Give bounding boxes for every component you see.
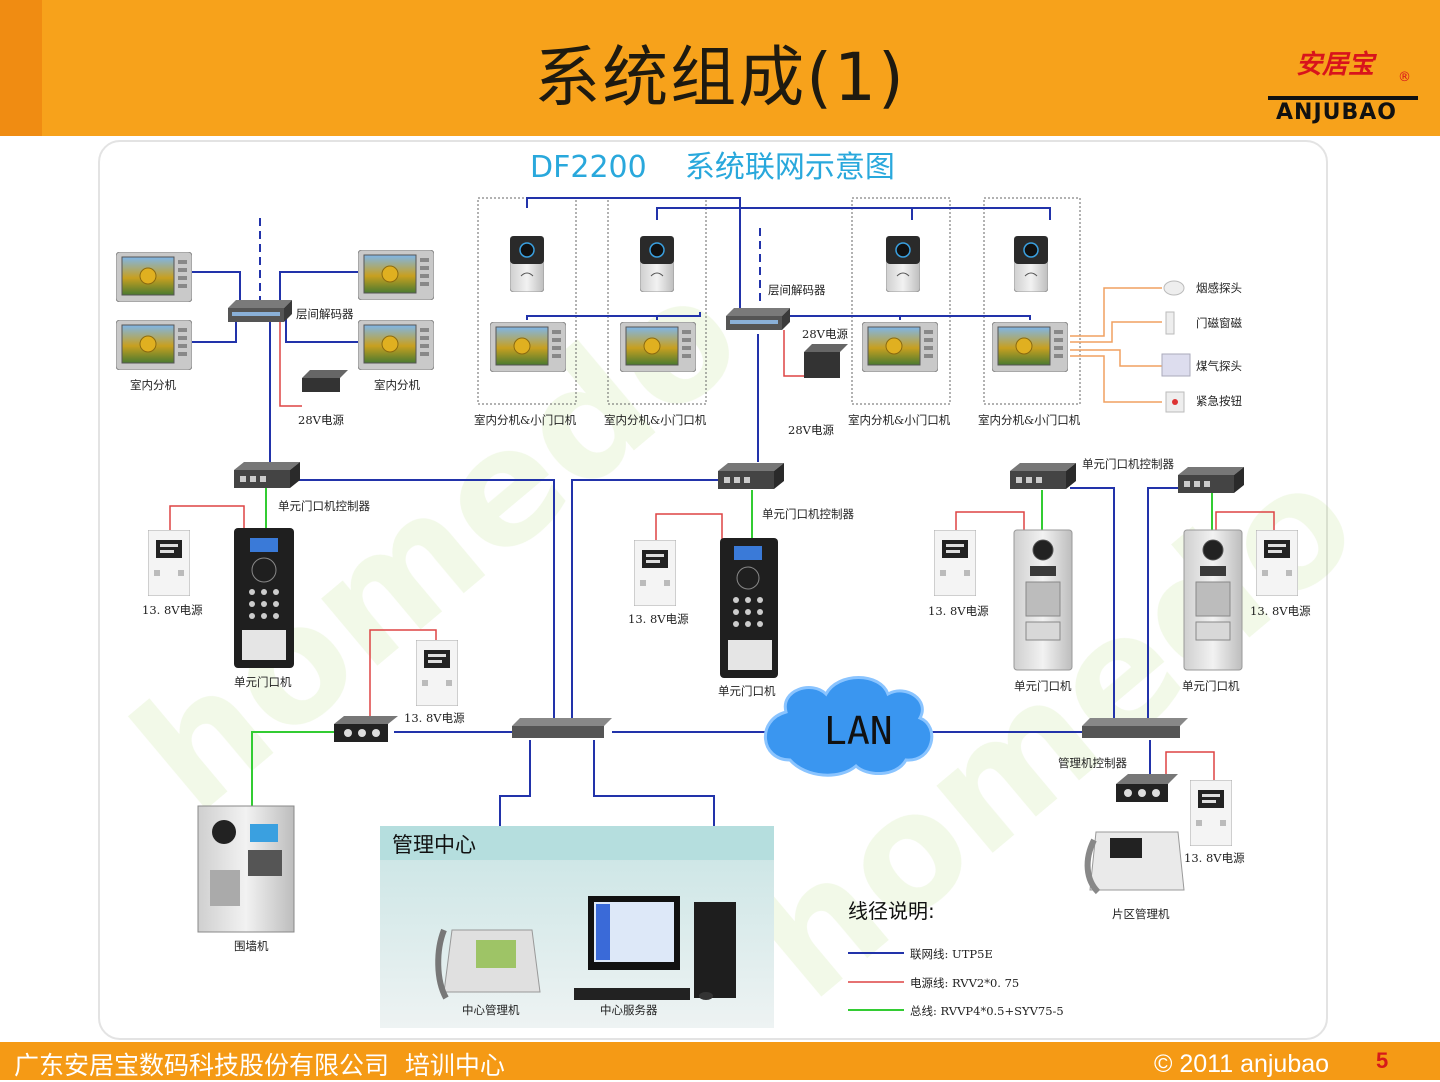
label-indoor-small-2: 室内分机&小门口机 [604, 413, 707, 427]
label-psu-3: 13. 8V电源 [628, 612, 689, 626]
label-power-28v-bottom: 28V电源 [788, 423, 834, 437]
label-unit-door-4: 单元门口机 [1182, 679, 1240, 693]
label-smoke-detector: 烟感探头 [1196, 281, 1242, 295]
logo-text-cn: 安居宝 [1296, 50, 1375, 80]
header-bar [0, 0, 1440, 136]
label-indoor-small-4: 室内分机&小门口机 [978, 413, 1081, 427]
power-lines [169, 322, 1275, 790]
label-indoor-right: 室内分机 [374, 378, 420, 392]
legend-item-power: 电源线: RVV2*0. 75 [910, 976, 1019, 990]
logo-underline [1268, 96, 1418, 100]
management-center-label: 管理中心 [392, 833, 476, 857]
psu-28v [302, 344, 848, 392]
center-manager-device [435, 928, 541, 1000]
footer-company: 广东安居宝数码科技股份有限公司 培训中心 [14, 1051, 505, 1080]
lan-cloud [763, 676, 934, 777]
bus-lines [251, 488, 1213, 806]
footer-copyright: © 2011 anjubao [1154, 1050, 1330, 1078]
legend-item-network: 联网线: UTP5E [910, 947, 993, 961]
label-power-28v-left: 28V电源 [298, 413, 344, 427]
label-floor-decoder-left: 层间解码器 [296, 307, 354, 321]
label-center-manager: 中心管理机 [462, 1003, 520, 1017]
slide-title: 系统组成(1) [534, 39, 906, 116]
label-indoor-small-3: 室内分机&小门口机 [848, 413, 951, 427]
label-psu-1: 13. 8V电源 [142, 603, 203, 617]
legend: 线径说明: 联网线: UTP5E 电源线: RVV2*0. 75 总线: RVV… [848, 899, 1064, 1018]
label-psu-4: 13. 8V电源 [928, 604, 989, 618]
label-emergency-button: 紧急按钮 [1196, 394, 1242, 408]
diagram-labels: 层间解码器 层间解码器 室内分机 室内分机 28V电源 28V电源 28V电源 … [130, 281, 1311, 1017]
management-controller [1116, 774, 1178, 802]
core-switches [512, 718, 1188, 738]
label-controller-1: 单元门口机控制器 [278, 499, 370, 513]
sensors [1161, 280, 1191, 413]
lan-label: LAN [824, 709, 893, 753]
unit-door-station-steel [1013, 529, 1243, 671]
label-unit-door-2: 单元门口机 [718, 684, 776, 698]
footer-bar [0, 1042, 1440, 1080]
label-psu-5: 13. 8V电源 [1250, 604, 1311, 618]
logo-registered-mark: ® [1398, 70, 1411, 85]
label-unit-door-3: 单元门口机 [1014, 679, 1072, 693]
wall-unit-controller [334, 716, 398, 742]
label-psu-6: 13. 8V电源 [1184, 851, 1245, 865]
page-number: 5 [1376, 1048, 1389, 1073]
label-door-magnet: 门磁窗磁 [1196, 316, 1242, 330]
header-accent-strip [0, 0, 42, 136]
sensor-lines [1070, 287, 1162, 403]
area-manager-device [1084, 831, 1185, 895]
label-management-controller: 管理机控制器 [1058, 756, 1127, 770]
label-floor-decoder-right: 层间解码器 [768, 283, 826, 297]
label-gas-detector: 煤气探头 [1196, 359, 1242, 373]
label-wall-unit: 围墙机 [234, 939, 269, 953]
label-area-manager: 片区管理机 [1112, 907, 1170, 921]
label-center-server: 中心服务器 [600, 1003, 658, 1017]
legend-item-bus: 总线: RVVP4*0.5+SYV75-5 [910, 1004, 1064, 1018]
legend-title: 线径说明: [848, 899, 935, 923]
label-psu-2: 13. 8V电源 [404, 711, 465, 725]
label-indoor-left: 室内分机 [130, 378, 176, 392]
label-controller-2: 单元门口机控制器 [762, 507, 854, 521]
label-indoor-small-1: 室内分机&小门口机 [474, 413, 577, 427]
wall-unit [197, 805, 295, 933]
label-unit-door-1: 单元门口机 [234, 675, 292, 689]
diagram-title: DF2200 系统联网示意图 [530, 150, 895, 185]
label-controller-3: 单元门口机控制器 [1082, 457, 1174, 471]
center-server-device [574, 896, 736, 1000]
label-power-28v-right: 28V电源 [802, 327, 848, 341]
logo-text-en: ANJUBAO [1276, 100, 1397, 125]
unit-door-station-dark [234, 528, 778, 678]
